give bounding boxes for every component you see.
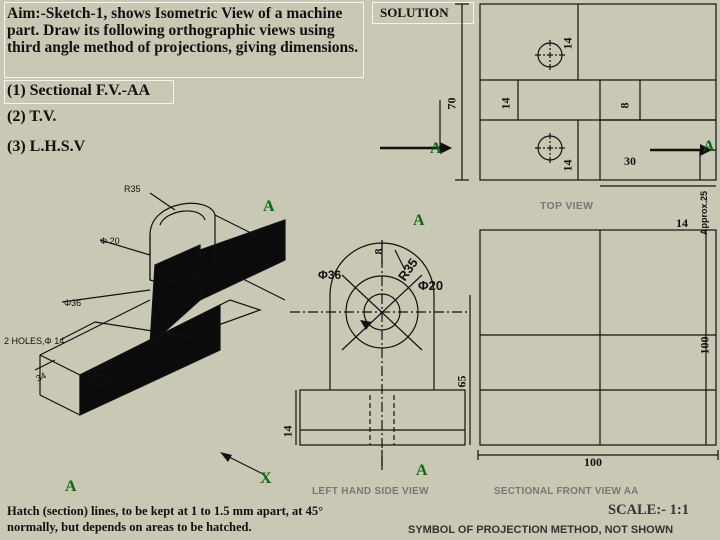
dim-top-14-c: 14 <box>560 159 575 172</box>
task-2: (2) T.V. <box>7 108 57 125</box>
section-mark-a-1: A <box>430 140 442 157</box>
solution-label: SOLUTION <box>380 5 449 20</box>
dim-top-8: 8 <box>617 102 632 109</box>
dim-top-30: 30 <box>624 154 636 168</box>
dim-top-70: 70 <box>444 97 459 110</box>
dim-iso-r35: R35 <box>124 184 141 194</box>
task-1: (1) Sectional F.V.-AA <box>7 82 151 99</box>
dim-lhs-14: 14 <box>280 425 295 438</box>
task-3: (3) L.H.S.V <box>7 138 86 155</box>
dim-top-14-d: 14 <box>676 216 688 230</box>
tasks-panel <box>4 80 174 104</box>
projection-note: SYMBOL OF PROJECTION METHOD, NOT SHOWN <box>408 524 674 536</box>
lhs-view-drawing <box>290 240 471 470</box>
isometric-drawing <box>34 192 286 476</box>
aim-text: Aim:-Sketch-1, shows Isometric View of a… <box>7 5 359 56</box>
section-mark-a-6: A <box>65 478 77 495</box>
dim-lhs-phi36: Φ36 <box>318 268 342 282</box>
dim-lhs-65: 65 <box>454 375 469 388</box>
dim-iso-holes: 2 HOLES,Φ 14 <box>4 336 65 346</box>
top-view-label: TOP VIEW <box>540 200 594 212</box>
sectional-front-view-drawing <box>477 229 719 460</box>
hatch-note: Hatch (section) lines, to be kept at 1 t… <box>7 504 324 534</box>
section-mark-a-5: A <box>416 462 428 479</box>
section-mark-a-2: A <box>703 138 715 155</box>
dim-front-100-v: 100 <box>697 336 712 355</box>
scale-label: SCALE:- 1:1 <box>608 502 689 518</box>
section-mark-a-4: A <box>413 212 425 229</box>
sectional-front-view-label: SECTIONAL FRONT VIEW AA <box>494 486 639 497</box>
dim-top-14-a: 14 <box>560 37 575 50</box>
section-mark-x: X <box>260 470 272 487</box>
top-view-drawing <box>380 3 717 187</box>
dim-front-100-h: 100 <box>584 455 602 469</box>
section-mark-a-3: A <box>263 198 275 215</box>
dim-top-14-b: 14 <box>498 97 513 110</box>
solution-panel <box>372 2 474 24</box>
dim-iso-phi20: Φ 20 <box>100 236 120 246</box>
dim-lhs-8: 8 <box>371 248 386 255</box>
aim-panel <box>4 2 364 78</box>
dim-top-approx25: Approx.25 <box>699 190 710 236</box>
dim-iso-phi36: Φ36 <box>64 298 82 308</box>
lhs-view-label: LEFT HAND SIDE VIEW <box>312 486 429 497</box>
dim-lhs-phi20: Φ20 <box>418 278 444 293</box>
